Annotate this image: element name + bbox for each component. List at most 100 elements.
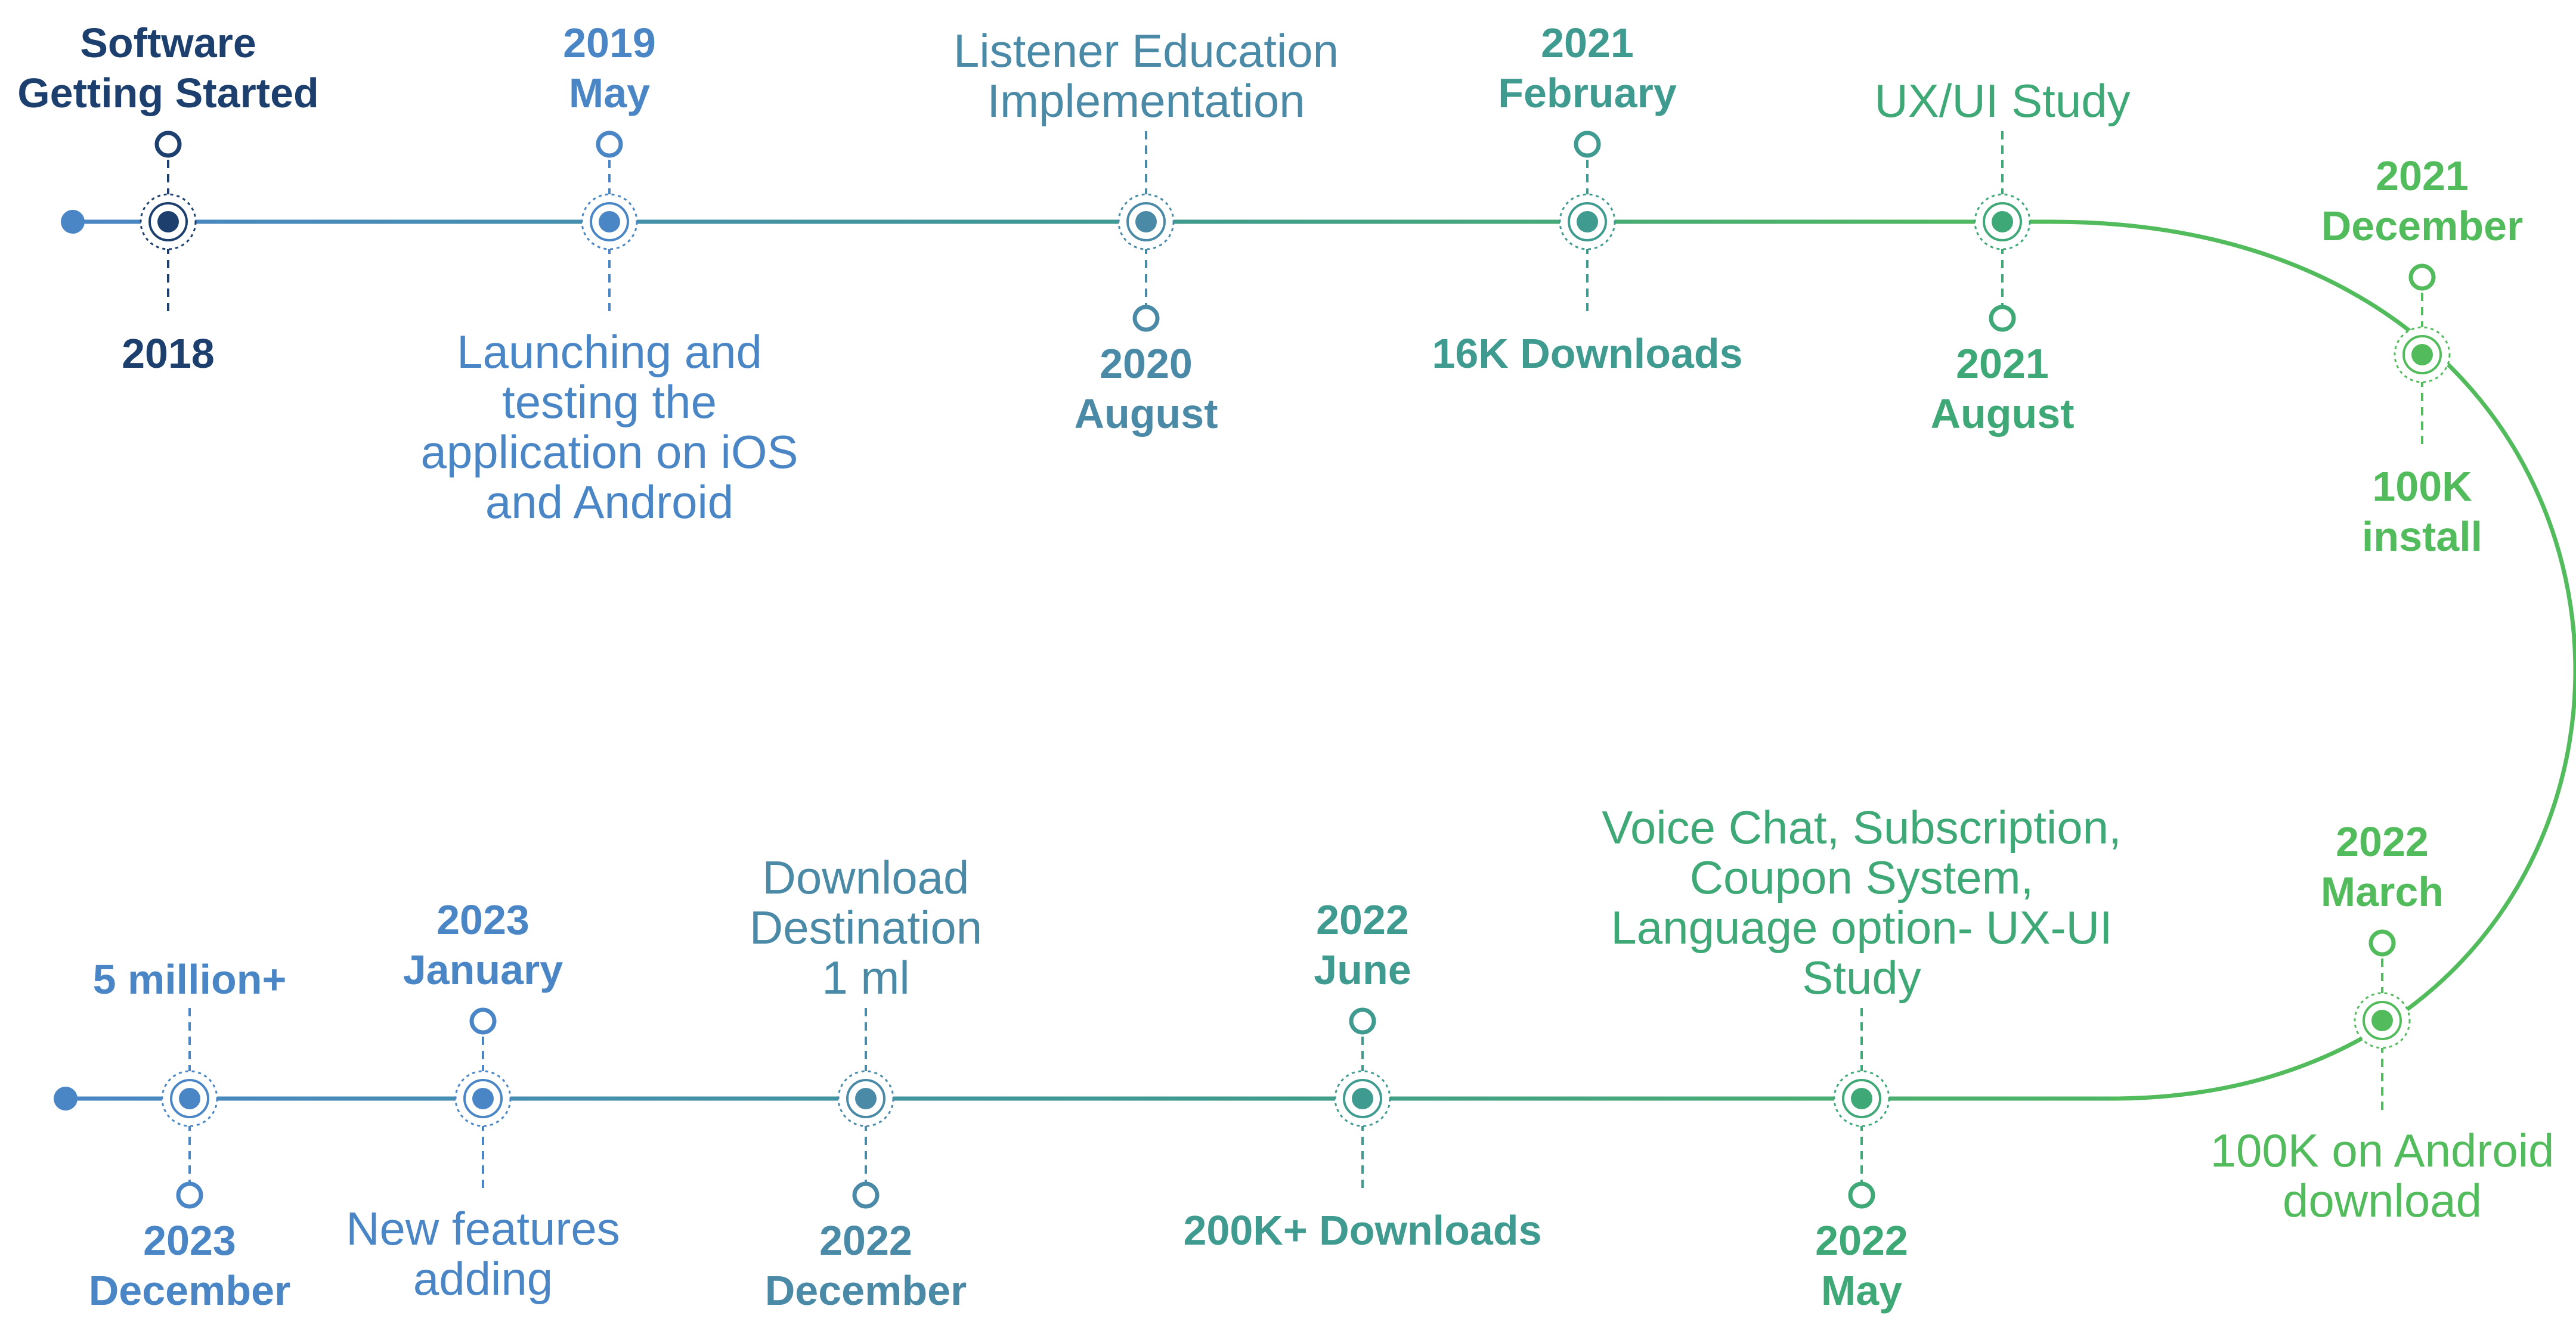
event-label-above-line: Download	[763, 851, 970, 904]
node-dot	[1577, 211, 1598, 232]
marker-circle-above	[154, 131, 182, 158]
event-label-below-line: 200K+ Downloads	[1183, 1207, 1541, 1254]
event-label-above-line: 2021	[1541, 20, 1634, 66]
event-label-above-line: May	[569, 70, 650, 116]
marker-circle-above	[2408, 263, 2436, 291]
event-label-above-line: 5 million+	[93, 956, 287, 1003]
event-label-below-line: 2022	[1815, 1217, 1908, 1264]
event-label-above-line: 1 ml	[822, 951, 909, 1004]
event-label-above-line: UX/UI Study	[1874, 75, 2130, 127]
marker-circle-above	[469, 1007, 497, 1035]
event-label-above-line: 2021	[2376, 153, 2469, 199]
event-label-below-line: application on iOS	[420, 426, 798, 478]
marker-circle-above	[596, 131, 623, 158]
event-label-below-line: August	[1074, 390, 1218, 437]
event-label-below-line: 2021	[1956, 340, 2049, 387]
node-dot	[1992, 211, 2013, 232]
marker-circle-above	[1574, 131, 1601, 158]
event-label-below-line: December	[89, 1267, 291, 1314]
event-label-below-line: New features	[346, 1202, 620, 1255]
event-label-above-line: Listener Education	[953, 24, 1339, 77]
event-label-below-line: August	[1930, 390, 2074, 437]
event-label-above-line: Language option- UX-UI	[1611, 901, 2112, 954]
event-label-below-line: 2023	[143, 1217, 236, 1264]
event-label-above-line: Coupon System,	[1690, 851, 2034, 904]
event-label-above-line: Destination	[750, 901, 982, 954]
event-label-above-line: Study	[1802, 951, 1921, 1004]
event-label-above-line: December	[2321, 203, 2524, 249]
event-label-below-line: install	[2362, 513, 2482, 560]
event-label-below: 16K Downloads	[1432, 330, 1742, 377]
node-dot	[179, 1088, 200, 1109]
marker-circle-below	[176, 1181, 203, 1209]
event-label-above-line: Software	[80, 20, 256, 66]
event-label-below: 2018	[122, 330, 215, 377]
event-label-above-line: January	[403, 947, 564, 993]
node-dot	[855, 1088, 877, 1109]
event-label-below: 200K+ Downloads	[1183, 1207, 1541, 1254]
marker-circle-below	[1989, 305, 2016, 332]
event-label-below-line: 2022	[819, 1217, 912, 1264]
event-label-below-line: download	[2283, 1174, 2482, 1227]
event-label-below-line: adding	[413, 1252, 553, 1305]
event-label-below-line: 16K Downloads	[1432, 330, 1742, 377]
timeline-event-2022-may: Voice Chat, Subscription,Coupon System,L…	[1602, 801, 2121, 1314]
event-label-below-line: 100K	[2372, 463, 2472, 510]
node-dot	[2411, 344, 2433, 365]
event-label-below-line: testing the	[502, 376, 717, 428]
event-label-below-line: Launching and	[457, 325, 762, 378]
event-label-below-line: 2020	[1100, 340, 1193, 387]
node-dot	[1135, 211, 1157, 232]
marker-circle-below	[1132, 305, 1160, 332]
marker-circle-above	[1349, 1007, 1376, 1035]
node-dot	[1352, 1088, 1373, 1109]
event-label-below-line: May	[1821, 1267, 1902, 1314]
event-label-above-line: Getting Started	[17, 70, 319, 116]
node-dot	[157, 211, 179, 232]
event-label-above-line: 2019	[563, 20, 656, 66]
event-label-above-line: 2023	[436, 897, 530, 943]
event-label-below-line: December	[765, 1267, 967, 1314]
node-dot	[2371, 1010, 2393, 1031]
marker-circle-below	[1848, 1181, 1875, 1209]
event-label-below-line: and Android	[485, 476, 733, 528]
event-label-above-line: Implementation	[987, 75, 1305, 127]
event-label-above: Voice Chat, Subscription,Coupon System,L…	[1602, 801, 2121, 1004]
event-label-above-line: Voice Chat, Subscription,	[1602, 801, 2121, 854]
event-label-above-line: June	[1314, 947, 1411, 993]
event-label-above-line: February	[1498, 70, 1677, 116]
node-dot	[599, 211, 620, 232]
event-label-above-line: 2022	[2336, 818, 2429, 865]
timeline-curve	[2051, 219, 2576, 1101]
node-dot	[1851, 1088, 1872, 1109]
marker-circle-below	[852, 1181, 880, 1209]
event-label-below-line: 100K on Android	[2210, 1124, 2555, 1177]
event-label-below-line: 2018	[122, 330, 215, 377]
event-label-above: 5 million+	[93, 956, 287, 1003]
